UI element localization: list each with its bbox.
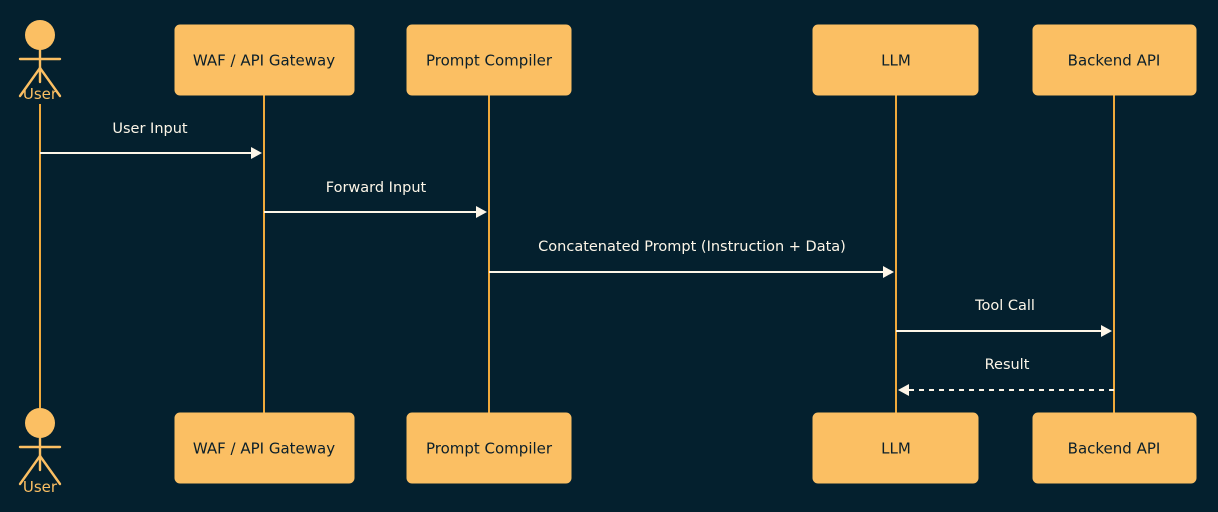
participant-label-compiler-bottom: Prompt Compiler: [426, 440, 553, 458]
message-label-3: Tool Call: [974, 298, 1035, 314]
message-arrowhead-4: [898, 384, 909, 396]
participant-label-compiler-top: Prompt Compiler: [426, 52, 553, 70]
message-label-1: Forward Input: [326, 180, 427, 196]
actor-leg-right-user-top: [38, 66, 62, 98]
message-arrowhead-3: [1101, 325, 1112, 337]
participant-box-backend-top[interactable]: [1032, 24, 1197, 96]
participant-box-compiler-top[interactable]: [406, 24, 572, 96]
participant-label-llm-bottom: LLM: [881, 440, 911, 458]
message-label-0: User Input: [112, 121, 188, 137]
message-label-4: Result: [985, 357, 1030, 373]
actor-head-user-bottom: [25, 408, 55, 438]
participant-label-llm-top: LLM: [881, 52, 911, 70]
participant-label-waf-bottom: WAF / API Gateway: [193, 440, 335, 458]
actor-label-user-top: User: [23, 85, 58, 103]
actor-leg-right-user-bottom: [38, 454, 62, 486]
actor-label-user-bottom: User: [23, 478, 58, 496]
actor-head-user-top: [25, 20, 55, 50]
actor-leg-left-user-bottom: [18, 454, 42, 486]
message-arrowhead-1: [476, 206, 487, 218]
message-label-2: Concatenated Prompt (Instruction + Data): [538, 239, 846, 255]
message-arrowhead-0: [251, 147, 262, 159]
participant-box-waf-top[interactable]: [174, 24, 355, 96]
participant-box-waf-bottom[interactable]: [174, 412, 355, 484]
participant-box-llm-top[interactable]: [812, 24, 979, 96]
participant-box-backend-bottom[interactable]: [1032, 412, 1197, 484]
participant-box-compiler-bottom[interactable]: [406, 412, 572, 484]
actor-leg-left-user-top: [18, 66, 42, 98]
participant-label-backend-top: Backend API: [1068, 52, 1161, 70]
participant-box-llm-bottom[interactable]: [812, 412, 979, 484]
message-arrowhead-2: [883, 266, 894, 278]
participant-label-backend-bottom: Backend API: [1068, 440, 1161, 458]
participant-label-waf-top: WAF / API Gateway: [193, 52, 335, 70]
